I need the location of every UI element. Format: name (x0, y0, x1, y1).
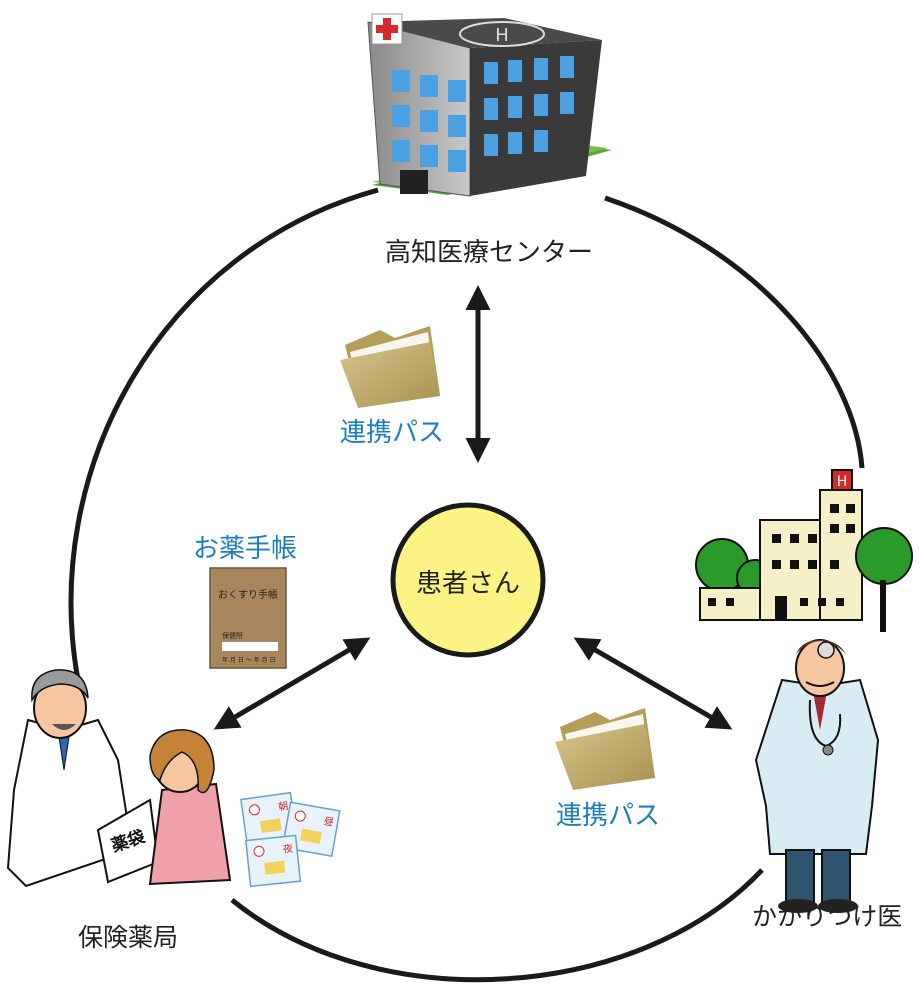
pharmacist-figure-icon: 薬袋 (6, 669, 160, 888)
patient-woman-icon (148, 729, 232, 886)
medicine-packets-icon: 朝 昼 夜 (240, 791, 341, 888)
packet-label-noon: 昼 (323, 815, 335, 829)
arrow-clinic-patient (573, 637, 733, 730)
clinic-building-icon: H (695, 469, 913, 632)
packet-label-night: 夜 (282, 842, 293, 856)
ring-arc-left (68, 187, 379, 681)
clinic-h-text: H (837, 474, 848, 490)
folder-icon-right (555, 708, 655, 790)
family-doctor-label: かかりつけ医 (752, 902, 903, 931)
patient-label: 患者さん (415, 569, 520, 599)
folder-icon-top (340, 326, 440, 408)
medicine-notebook-icon: おくすり手帳 保健所 年 月 日 ～ 年 月 日 (209, 567, 287, 669)
ring-arc-bottom (230, 868, 764, 983)
medicine-notebook-label: お薬手帳 (193, 534, 298, 564)
patient-circle (390, 502, 546, 658)
helipad-h-text: H (495, 25, 509, 46)
referral-path-label-right: 連携パス (556, 801, 661, 831)
hospital-building-icon: H (367, 13, 612, 197)
doctor-figure-icon (754, 639, 880, 913)
hospital-label: 高知医療センター (385, 238, 594, 268)
notebook-date-row: 年 月 日 ～ 年 月 日 (222, 656, 275, 664)
packet-label-morning: 朝 (278, 800, 290, 813)
relation-arrows (213, 285, 733, 730)
referral-path-label-top: 連携パス (340, 418, 445, 448)
arrow-pharmacy-patient (213, 637, 371, 730)
ring-arc-right (604, 195, 865, 469)
care-cycle-ring (68, 187, 865, 983)
pharmacy-label: 保険薬局 (78, 923, 179, 952)
notebook-title-text: おくすり手帳 (218, 588, 278, 601)
notebook-field-label: 保健所 (222, 631, 243, 640)
